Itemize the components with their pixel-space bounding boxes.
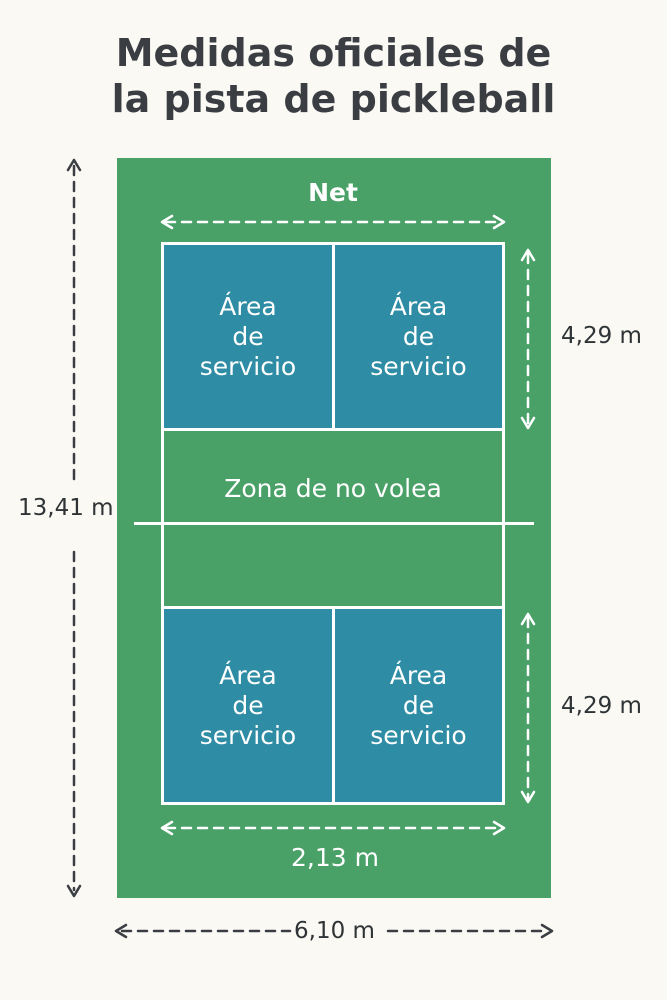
service-area-bottom-left: Área de servicio [161, 606, 335, 805]
page-title: Medidas oficiales de la pista de pickleb… [0, 30, 667, 122]
arrowhead-left [114, 923, 128, 939]
service-bottom-dimension-label: 4,29 m [561, 693, 642, 719]
arrowhead-down [520, 416, 536, 430]
title-line-2: la pista de pickleball [111, 77, 556, 121]
service-area-label: Área de servicio [199, 291, 297, 381]
arrowhead-right [492, 214, 506, 230]
service-area-label: Área de servicio [370, 660, 467, 750]
non-volley-zone [161, 428, 505, 608]
arrowhead-down [66, 884, 82, 898]
service-area-bottom-right: Área de servicio [332, 606, 505, 805]
kitchen-width-dimension-label: 2,13 m [291, 843, 379, 872]
service-area-label: Área de servicio [370, 291, 467, 381]
non-volley-zone-label: Zona de no volea [224, 474, 442, 503]
arrowhead-up [66, 158, 82, 172]
length-dimension-label: 13,41 m [18, 495, 114, 521]
arrowhead-right [492, 820, 506, 836]
title-line-1: Medidas oficiales de [115, 31, 552, 75]
net-label: Net [308, 178, 358, 207]
net-line [134, 522, 534, 525]
service-top-dimension-label: 4,29 m [561, 323, 642, 349]
service-area-label: Área de servicio [199, 660, 297, 750]
service-area-top-left: Área de servicio [161, 242, 335, 431]
width-dimension-label: 6,10 m [294, 918, 375, 944]
arrowhead-down [520, 790, 536, 804]
arrowhead-right [540, 923, 554, 939]
service-area-top-right: Área de servicio [332, 242, 505, 431]
arrowhead-left [160, 820, 174, 836]
arrowhead-up [520, 612, 536, 626]
arrowhead-up [520, 248, 536, 262]
arrowhead-left [160, 214, 174, 230]
